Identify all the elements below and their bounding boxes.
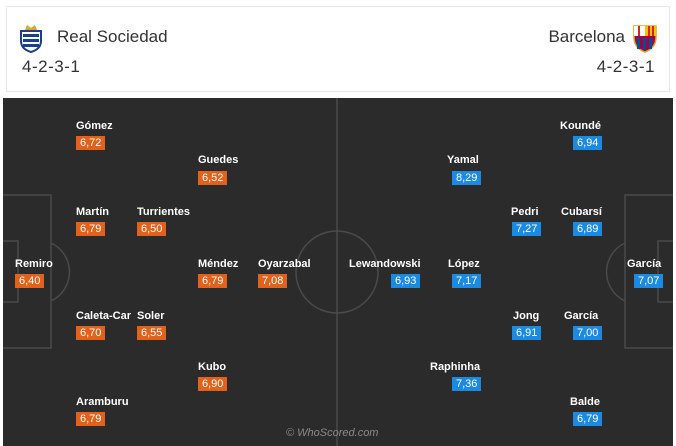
player-rating: 6,52 bbox=[198, 171, 228, 185]
player-name[interactable]: López bbox=[448, 258, 480, 270]
player-name[interactable]: Balde bbox=[570, 396, 600, 408]
player-name[interactable]: Gómez bbox=[76, 120, 113, 132]
player-rating: 6,79 bbox=[198, 274, 228, 288]
player-rating: 6,89 bbox=[573, 222, 603, 236]
player-name[interactable]: Cubarsí bbox=[561, 206, 602, 218]
away-team-name[interactable]: Barcelona bbox=[548, 27, 625, 46]
home-team-name[interactable]: Real Sociedad bbox=[57, 27, 168, 46]
player-rating: 6,90 bbox=[198, 377, 228, 391]
player-name[interactable]: Kubo bbox=[198, 361, 227, 373]
player-name[interactable]: Aramburu bbox=[76, 396, 129, 408]
player-name[interactable]: Caleta-Car bbox=[76, 310, 132, 322]
player-name[interactable]: Soler bbox=[137, 310, 165, 322]
player-rating: 7,00 bbox=[573, 326, 603, 340]
player-name[interactable]: Méndez bbox=[198, 258, 239, 270]
player-rating: 6,72 bbox=[76, 136, 106, 150]
player-rating: 7,07 bbox=[634, 274, 664, 288]
player-name[interactable]: Koundé bbox=[560, 120, 601, 132]
watermark: © WhoScored.com bbox=[286, 427, 379, 439]
player-rating: 7,27 bbox=[512, 222, 542, 236]
player-rating: 8,29 bbox=[452, 171, 482, 185]
home-formation: 4-2-3-1 bbox=[22, 57, 81, 76]
player-name[interactable]: Oyarzabal bbox=[258, 258, 311, 270]
player-rating: 6,55 bbox=[137, 326, 167, 340]
barcelona-crest-icon bbox=[633, 25, 657, 53]
player-name[interactable]: Lewandowski bbox=[349, 258, 421, 270]
player-rating: 6,79 bbox=[573, 412, 603, 426]
player-name[interactable]: Raphinha bbox=[430, 361, 481, 373]
player-name[interactable]: Martín bbox=[76, 206, 109, 218]
player-rating: 6,70 bbox=[76, 326, 106, 340]
player-name[interactable]: García bbox=[627, 258, 662, 270]
away-formation: 4-2-3-1 bbox=[596, 57, 655, 76]
pitch-markings bbox=[3, 98, 673, 446]
player-rating: 6,79 bbox=[76, 412, 106, 426]
player-rating: 6,40 bbox=[15, 274, 45, 288]
real-sociedad-crest-icon bbox=[20, 25, 42, 53]
player-name[interactable]: Turrientes bbox=[137, 206, 190, 218]
match-header: Real Sociedad 4-2-3-1 Barcelona 4-2-3-1 bbox=[6, 6, 670, 92]
player-rating: 6,50 bbox=[137, 222, 167, 236]
player-name[interactable]: García bbox=[564, 310, 599, 322]
player-name[interactable]: Pedri bbox=[511, 206, 539, 218]
player-rating: 6,79 bbox=[76, 222, 106, 236]
player-rating: 7,36 bbox=[452, 377, 482, 391]
player-rating: 6,91 bbox=[512, 326, 542, 340]
player-rating: 7,08 bbox=[258, 274, 288, 288]
player-rating: 6,93 bbox=[391, 274, 421, 288]
player-name[interactable]: Remiro bbox=[15, 258, 53, 270]
player-name[interactable]: Jong bbox=[513, 310, 540, 322]
player-name[interactable]: Yamal bbox=[447, 154, 479, 166]
player-rating: 6,94 bbox=[573, 136, 603, 150]
player-name[interactable]: Guedes bbox=[198, 154, 239, 166]
pitch: Gómez 6,72 Guedes 6,52 Martín 6,79 Turri… bbox=[3, 98, 673, 446]
player-rating: 7,17 bbox=[452, 274, 482, 288]
